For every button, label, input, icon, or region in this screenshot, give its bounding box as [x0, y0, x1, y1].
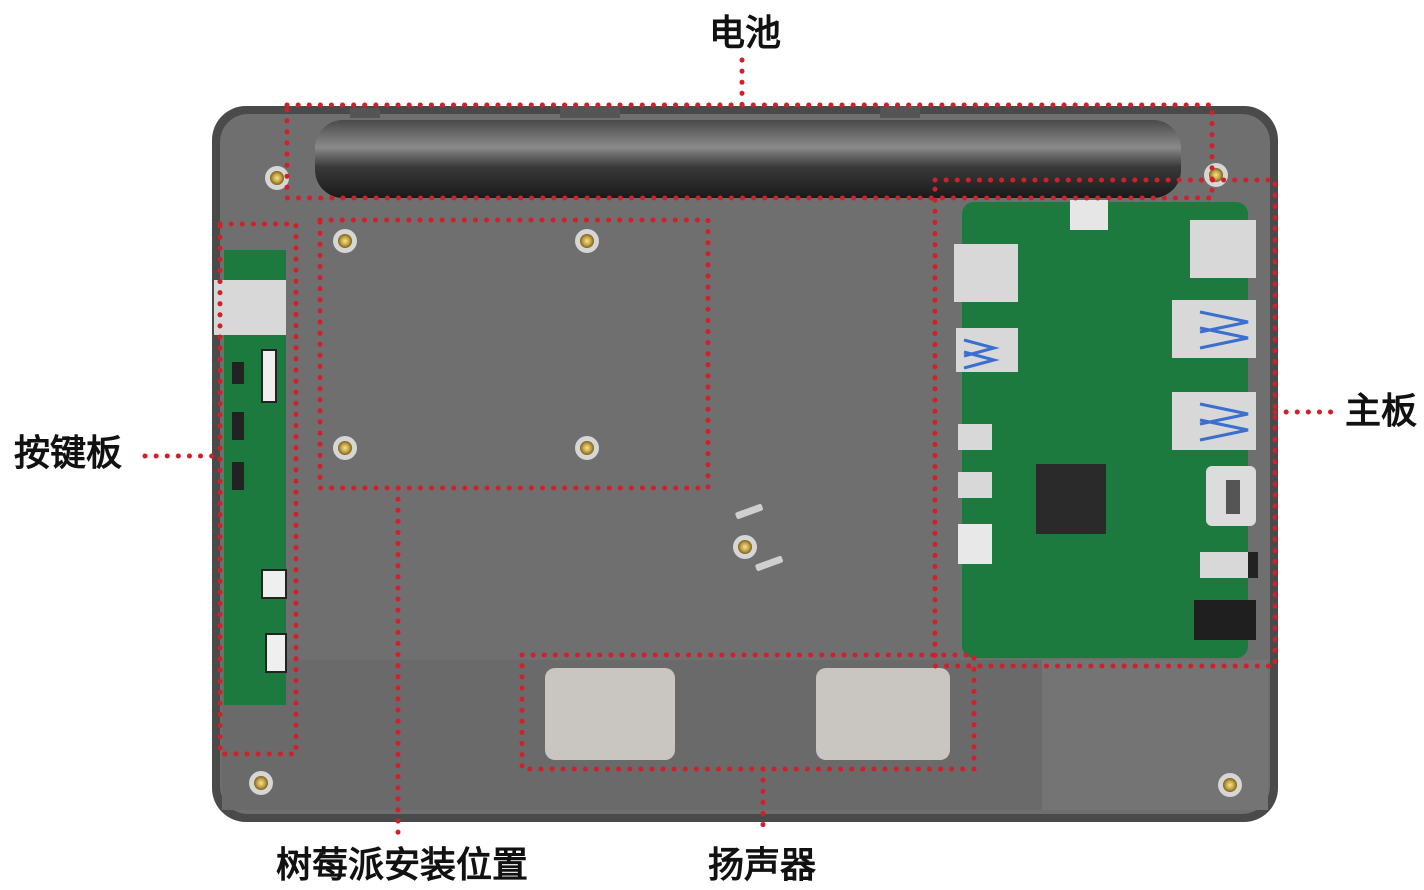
keyboard-pcb: [214, 250, 286, 705]
speaker-label: 扬声器: [708, 848, 816, 884]
keyboard-label: 按键板: [14, 436, 122, 472]
mainboard-label: 主板: [1345, 394, 1417, 430]
mainboard-pcb: [954, 200, 1258, 658]
battery-label: 电池: [709, 16, 781, 52]
raspberry-pi-label: 树莓派安装位置: [276, 848, 528, 884]
